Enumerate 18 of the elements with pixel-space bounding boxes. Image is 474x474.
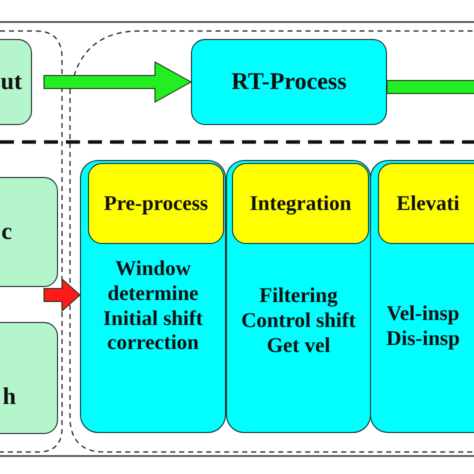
block-arrow: [44, 278, 81, 312]
stage-header: [232, 163, 369, 244]
node-label: Filtering Control shift Get vel: [240, 283, 357, 358]
block-arrow: [44, 61, 192, 103]
stage-column: [226, 160, 371, 433]
stage-header: [88, 163, 224, 244]
node-label: Pre-process: [104, 191, 208, 216]
node-label: Window determine Initial shift correction: [102, 256, 204, 356]
stage-column: [80, 160, 226, 433]
node-label: c: [1, 218, 12, 246]
process-box: [191, 39, 387, 125]
block-arrow: [386, 80, 474, 94]
node-label: RT-Process: [231, 68, 347, 96]
node-label: Vel-insp Dis-insp: [385, 301, 461, 351]
node-label: h: [2, 382, 16, 411]
node-label: ut: [0, 68, 22, 96]
node-label: Elevati: [396, 191, 460, 216]
node-label: Integration: [250, 191, 352, 216]
